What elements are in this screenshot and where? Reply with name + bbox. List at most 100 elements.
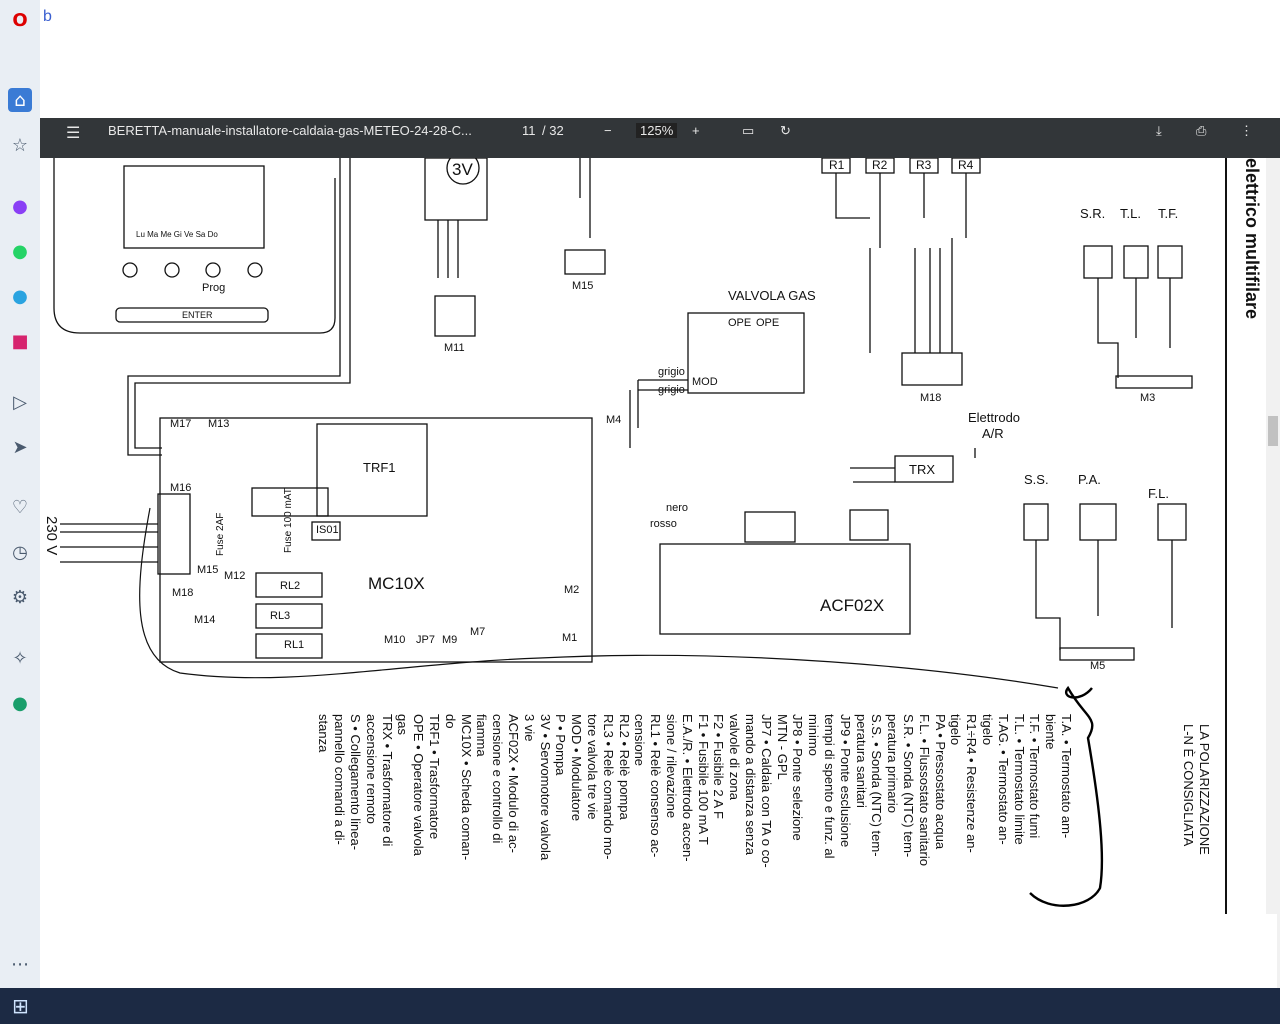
legend-line: PA • Pressostato acqua — [932, 714, 948, 850]
legend-line: F.L. • Flussostato sanitario — [916, 714, 932, 866]
m2-label: M2 — [564, 584, 580, 596]
legend-line: ACF02X • Modulo di ac- — [506, 714, 521, 853]
print-icon[interactable]: ⎙ — [1196, 123, 1207, 138]
m15-board-label: M15 — [197, 564, 219, 576]
electrode-ar-label: A/R — [982, 426, 1004, 441]
pdf-filename: BERETTA-manuale-installatore-caldaia-gas… — [108, 123, 472, 138]
home-icon[interactable]: ⌂ — [8, 88, 32, 112]
windows-taskbar: ⊞ — [0, 988, 1280, 1024]
pa-label: P.A. — [1078, 472, 1101, 487]
player-icon[interactable]: ▷ — [13, 391, 27, 413]
m18-label: M18 — [920, 392, 942, 404]
legend-line: MOD • Modulatore — [569, 714, 585, 822]
m5-label: M5 — [1090, 660, 1106, 672]
ope-label-1: OPE — [728, 317, 752, 329]
m7-label: M7 — [470, 626, 486, 638]
legend-line: tigelo — [948, 714, 964, 746]
page-number-input[interactable]: 11 — [522, 123, 536, 138]
legend-line: 3V • Servomotore valvola — [537, 714, 553, 861]
m15-label: M15 — [572, 280, 594, 292]
legend-line: F2 • Fusibile 2 A F — [711, 714, 727, 819]
settings-icon[interactable]: ⚙ — [11, 586, 29, 608]
legend-line: tore valvola tre vie — [585, 714, 600, 820]
mod-label: MOD — [692, 376, 718, 388]
more-icon[interactable]: ⋯ — [11, 953, 29, 975]
m16-label: M16 — [170, 482, 192, 494]
zoom-in-icon[interactable]: + — [692, 123, 700, 138]
m9-label: M9 — [442, 634, 458, 646]
browser-sidebar: O ⌂ ☆ ● ● ● ■ ▷ ➤ ♡ ◷ ⚙ ✧ ● ⋯ — [0, 0, 40, 988]
legend-line: sione / rilevazione — [664, 714, 679, 819]
r4-label: R4 — [958, 158, 974, 172]
r2-label: R2 — [872, 158, 888, 172]
legend-line: R1÷R4 • Resistenze an- — [964, 714, 980, 853]
tf-label: T.F. — [1158, 206, 1179, 221]
legend-line: do — [442, 714, 458, 729]
legend-line: mando a distanza senza — [743, 714, 758, 855]
download-icon[interactable]: ⤓ — [1156, 123, 1162, 138]
fit-page-icon[interactable]: ▭ — [742, 123, 755, 138]
wiring-diagram — [53, 158, 1227, 915]
m18-board-label: M18 — [172, 587, 194, 599]
legend-line: pannello comandi a di- — [332, 714, 348, 845]
m1-label: M1 — [562, 632, 578, 644]
panel-enter-label: ENTER — [182, 310, 213, 320]
ss-label: S.S. — [1024, 472, 1049, 487]
m14-label: M14 — [194, 614, 216, 626]
zoom-input[interactable]: 125% — [636, 123, 678, 138]
legend-line: RL3 • Relè comando mo- — [600, 714, 616, 860]
legend-line: JP8 • Ponte selezione — [790, 714, 806, 841]
pdf-viewer[interactable]: MC10X ACF02X TRF1 VALVOLA GAS OPE OPE MO… — [40, 158, 1280, 915]
pdf-toolbar: ☰ BERETTA-manuale-installatore-caldaia-g… — [40, 118, 1280, 158]
aria-icon[interactable]: ● — [12, 692, 28, 714]
rl3-label: RL3 — [270, 610, 291, 622]
legend-line: fiamma — [474, 714, 490, 757]
legend-line: E.A./R. • Elettrodo accen- — [679, 714, 695, 862]
wire-grigio-label: grigio — [658, 366, 685, 378]
legend-line: TRF1 • Trasformatore — [427, 714, 442, 840]
fuse2-label: Fuse 2AF — [215, 512, 226, 556]
scrollbar-thumb[interactable] — [1268, 416, 1278, 446]
legend-line: P • Pompa — [553, 714, 569, 776]
m11-label: M11 — [444, 342, 465, 354]
legend-line: T.AG. • Termostato an- — [995, 714, 1011, 845]
menu-icon[interactable]: ☰ — [66, 125, 81, 142]
star-icon[interactable]: ☆ — [11, 134, 29, 156]
rotate-icon[interactable]: ↻ — [780, 123, 791, 138]
note-line-2: L-N È CONSIGLIATA — [1181, 724, 1196, 847]
instagram-icon[interactable]: ■ — [11, 330, 29, 352]
tab-letter: b — [43, 8, 52, 25]
legend-line: MTN - GPL — [774, 714, 790, 780]
legend-line: tempi di spento e funz. al — [822, 714, 837, 859]
page-header-area: b — [43, 6, 1277, 126]
scrollbar[interactable] — [1266, 158, 1280, 988]
tl-label: T.L. — [1120, 206, 1141, 221]
legend-line: JP9 • Ponte esclusione — [837, 714, 853, 848]
is01-label: IS01 — [316, 524, 339, 536]
legend-line: 3 vie — [521, 714, 537, 742]
m17-label: M17 — [170, 418, 192, 430]
m12-label: M12 — [224, 570, 246, 582]
whatsapp-icon[interactable]: ● — [12, 240, 28, 262]
clock-icon[interactable]: ◷ — [12, 541, 28, 563]
send-icon[interactable]: ➤ — [12, 436, 28, 458]
opera-logo-icon[interactable]: O — [12, 9, 28, 31]
sr-label: S.R. — [1080, 206, 1106, 221]
zoom-out-icon[interactable]: − — [604, 123, 612, 138]
heart-icon[interactable]: ♡ — [11, 496, 29, 518]
fuse1-label: Fuse 100 mAT — [283, 488, 294, 553]
transformer-label: TRF1 — [363, 460, 396, 475]
wire-nero-label: nero — [666, 502, 689, 514]
legend-line: T.F. • Termostato fumi — [1027, 714, 1043, 839]
messenger-icon[interactable]: ● — [12, 195, 28, 217]
legend-line: RL1 • Relè consenso ac- — [648, 714, 664, 858]
windows-start-icon[interactable]: ⊞ — [12, 994, 29, 1018]
legend-line: F1 • Fusibile 100 mA T — [695, 714, 711, 845]
more-options-icon[interactable]: ⋮ — [1240, 123, 1253, 138]
legend-line: tigelo — [980, 714, 995, 746]
legend-line: TRX • Trasformatore di — [379, 714, 395, 847]
bulb-icon[interactable]: ✧ — [12, 647, 28, 669]
legend-line: minimo — [806, 714, 822, 756]
ope-label-2: OPE — [756, 317, 780, 329]
telegram-icon[interactable]: ● — [12, 285, 28, 307]
